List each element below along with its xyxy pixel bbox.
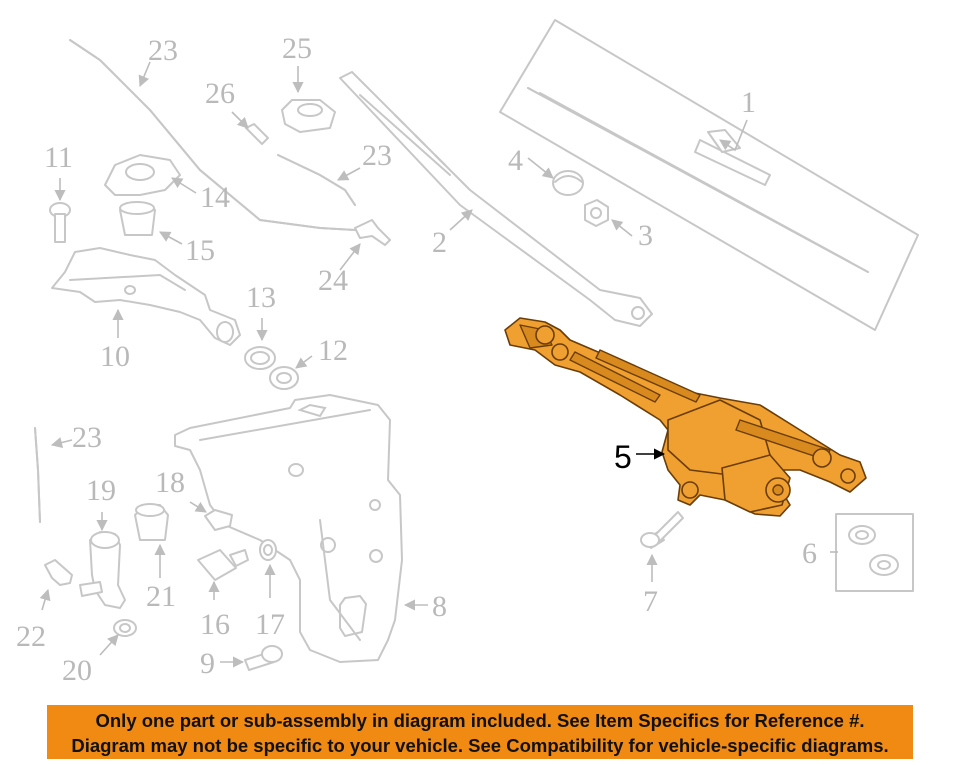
callout-14: 14 [200,181,230,214]
callout-23-mid: 23 [362,139,392,172]
callout-21: 21 [146,580,176,613]
sensor-plug-part [204,509,233,531]
callout-19: 19 [86,474,116,507]
level-sensor-part [197,549,249,581]
grommet-set-part [835,513,914,592]
callout-4: 4 [508,144,523,177]
filler-cap-part [104,154,181,196]
disclaimer-line-1: Only one part or sub-assembly in diagram… [95,710,865,731]
bolt-part [640,511,684,549]
washer-nozzle-part [281,99,336,133]
grommet-part [269,366,299,390]
washer-pump-part [79,531,126,609]
drain-plug-part [113,619,137,637]
callout-13: 13 [246,281,276,314]
callout-12: 12 [318,334,348,367]
callout-2: 2 [432,226,447,259]
callout-11: 11 [44,141,73,174]
callout-1: 1 [741,86,756,119]
disclaimer-line-2: Diagram may not be specific to your vehi… [71,735,889,756]
pump-grommet-part [134,503,169,541]
callout-26: 26 [205,77,235,110]
check-valve-part [245,123,269,145]
callout-16: 16 [200,608,230,641]
reservoir-bolt-part [244,645,283,671]
callout-9: 9 [200,647,215,680]
disclaimer-banner: Only one part or sub-assembly in diagram… [47,705,913,759]
nut-part [584,199,609,227]
callout-6: 6 [802,537,817,570]
callout-10: 10 [100,340,130,373]
callout-7: 7 [643,585,658,618]
callout-8: 8 [432,590,447,623]
washer-reservoir-part [174,394,403,663]
callout-17: 17 [255,608,285,641]
cap-part [552,170,584,196]
callout-22: 22 [16,620,46,653]
sensor-grommet-part [259,539,277,561]
wiper-blade-part [499,19,919,331]
callout-5: 5 [614,439,632,475]
wiper-arm-part [339,71,653,327]
callout-18: 18 [155,466,185,499]
callout-25: 25 [282,32,312,65]
bracket-bolt-part [49,202,71,243]
leader-lines [39,61,838,668]
callout-20: 20 [62,654,92,687]
washer-hose-part [34,39,356,523]
hose-connector-part [354,219,391,246]
pump-hose-part [44,559,73,586]
filler-neck-part [119,201,156,236]
callout-3: 3 [638,219,653,252]
callout-23-left: 23 [72,421,102,454]
reservoir-bracket-part [51,247,241,346]
seal-ring-part [244,346,276,370]
callout-15: 15 [185,234,215,267]
wiper-motor-linkage-part [504,317,867,517]
callout-23-top: 23 [148,34,178,67]
callout-24: 24 [318,264,348,297]
